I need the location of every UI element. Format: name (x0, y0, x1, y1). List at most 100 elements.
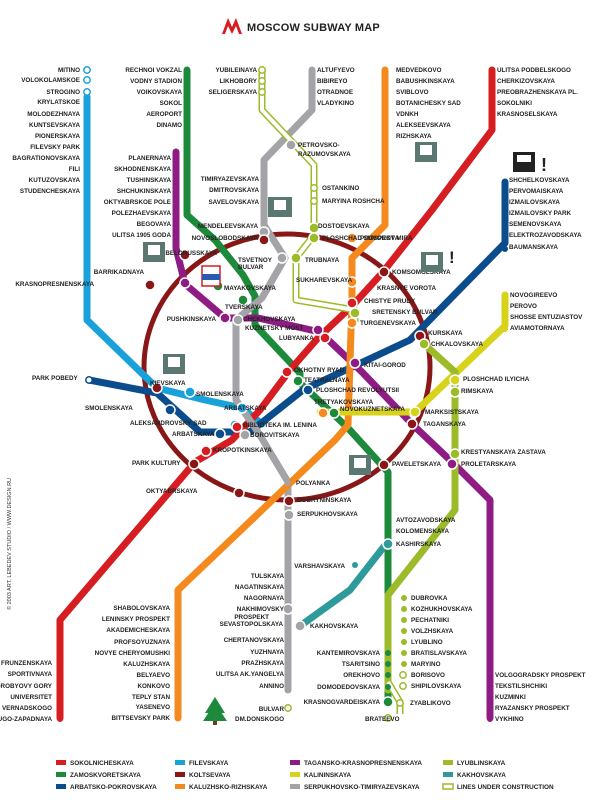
station-label: TEPLY STAN (132, 694, 170, 701)
legend-item: KALININSKAYA (290, 772, 351, 779)
station-label: VOIKOVSKAYA (137, 89, 183, 96)
station-label: PARK POBEDY (32, 375, 79, 382)
station-label: VYKHINO (495, 716, 524, 723)
station-marker (399, 682, 407, 690)
station-label: VOROBYOVY GORY (0, 683, 53, 690)
station-marker (175, 639, 181, 645)
legend-label: ARBATSKO-POKROVSKAYA (70, 784, 157, 791)
station-label: BITTSEVSKY PARK (111, 715, 170, 722)
legend-swatch (175, 772, 185, 777)
station-marker (385, 672, 391, 678)
legend-swatch (290, 784, 300, 789)
station-marker (184, 78, 190, 84)
station-marker (57, 660, 63, 666)
station-marker (175, 616, 181, 622)
station-marker (84, 177, 90, 183)
station-marker (487, 672, 493, 678)
station-marker (184, 100, 190, 106)
station-marker (399, 671, 407, 679)
train-station-icon (415, 142, 437, 162)
station-label: PRAZHSKAYA (241, 660, 284, 667)
station-marker (173, 166, 179, 172)
station-label: OKTYABRSKOE POLE (104, 199, 171, 206)
transfer-marker (219, 312, 231, 324)
transfer-marker (144, 279, 156, 291)
station-label: RECHNOI VOKZAL (125, 67, 182, 74)
station-label: PERVOMAISKAYA (509, 188, 564, 195)
station-label: VODNY STADION (130, 78, 182, 85)
station-marker (382, 133, 388, 139)
station-label: KAKHOVSKAYA (310, 623, 359, 630)
station-marker (502, 315, 508, 321)
station-label: KROPOTKINSKAYA (213, 447, 272, 454)
station-marker (352, 562, 358, 568)
station-marker (489, 100, 495, 106)
station-label: DOBRYNINSKAYA (297, 497, 352, 504)
station-label: UNIVERSITET (10, 694, 52, 701)
station-label: SHCHELKOVSKAYA (509, 177, 570, 184)
station-label: BEGOVAYA (137, 221, 172, 228)
station-label: PROSPEKT (234, 614, 269, 621)
legend-label: KAKHOVSKAYA (457, 772, 506, 779)
transfer-marker (282, 603, 294, 615)
transfer-marker (231, 421, 243, 433)
legend-label: KALININSKAYA (304, 772, 351, 779)
station-marker (382, 78, 388, 84)
station-label: MARKSISTSKAYA (425, 409, 479, 416)
station-marker (382, 89, 388, 95)
legend-label: KOLTSEVAYA (189, 772, 231, 779)
station-label: SUKHAREVSKAYA (296, 277, 353, 284)
legend-swatch (290, 760, 300, 765)
station-label: AVTOZAVODSKAYA (396, 517, 456, 524)
station-marker (502, 190, 508, 196)
station-label: KRASNYE VOROTA (377, 285, 436, 292)
svg-text:!: ! (449, 248, 455, 267)
legend-label: KALUZHSKO-RIZHSKAYA (189, 784, 268, 791)
attention-icon: ! (449, 248, 455, 267)
station-label: MENDELEEVSKAYA (198, 223, 259, 230)
station-label: RAZUMOVSKAYA (298, 151, 351, 158)
station-label: KOZHUKHOVSKAYA (411, 606, 473, 613)
station-label: MOLODEZHNAYA (27, 111, 80, 118)
legend-item: LYUBLINSKAYA (443, 760, 506, 767)
station-label: DUBROVKA (411, 595, 448, 602)
station-label: SHIPILOVSKAYA (411, 683, 462, 690)
station-marker (502, 179, 508, 185)
station-label: CHEKHOVSKAYA (243, 316, 296, 323)
station-marker (84, 155, 90, 161)
transfer-marker (346, 276, 358, 288)
station-label: SHABOLOVSKAYA (113, 605, 170, 612)
christmas-tree-icon (203, 697, 227, 725)
transfer-marker (349, 307, 361, 319)
station-marker (489, 67, 495, 73)
station-label: BIBIREYO (317, 78, 348, 85)
station-label: ULITSA 1905 GODA (112, 232, 171, 239)
transfer-marker (346, 297, 358, 309)
station-marker (184, 111, 190, 117)
station-marker (385, 684, 391, 690)
station-label: SMOLENSKAYA (85, 405, 133, 412)
station-label: PLOSHCHAD ILYICHA (463, 376, 530, 383)
station-label: YASENEVO (136, 704, 171, 711)
station-label: TURGENEVSKAYA (360, 320, 416, 327)
station-label: AKADEMICHESKAYA (106, 627, 170, 634)
station-marker (173, 155, 179, 161)
station-marker (309, 100, 315, 106)
zamoskvoretskaya-line (183, 66, 392, 706)
station-marker (487, 716, 493, 722)
station-label: SOKOLNIKI (497, 100, 532, 107)
station-marker (489, 78, 495, 84)
station-label: SKHODNENSKAYA (114, 166, 171, 173)
station-marker (502, 326, 508, 332)
station-label: ALEKSEEVSKAYA (396, 122, 451, 129)
transfer-marker (214, 428, 226, 440)
station-label: ELEKTROZAVODSKAYA (509, 232, 582, 239)
station-marker (502, 234, 508, 240)
station-label: RIMSKAYA (461, 388, 494, 395)
legend-swatch (175, 784, 185, 789)
svg-text:!: ! (541, 155, 547, 175)
transfer-marker (382, 696, 394, 708)
station-marker (184, 67, 190, 73)
station-label: BOROVITSKAYA (250, 432, 300, 439)
